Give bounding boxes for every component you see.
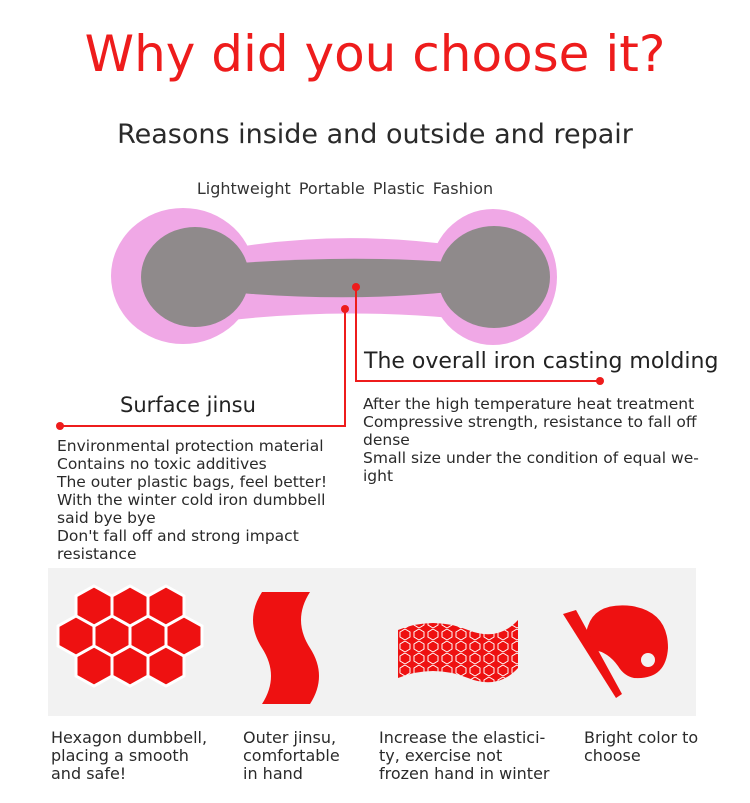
dumbbell-iron-core [141,226,550,328]
feature-caption-color: Bright color to choose [584,729,724,765]
hexagon-cluster-icon [56,584,204,688]
dumbbell-diagram [56,208,604,430]
text-line: placing a smooth [51,746,189,765]
feature-caption-elasticity: Increase the elastici- ty, exercise not … [379,729,564,783]
text-line: and safe! [51,764,127,783]
text-line: The outer plastic bags, feel better! [57,473,328,491]
text-line: Small size under the condition of equal … [363,449,699,467]
page-subtitle: Reasons inside and outside and repair [117,119,633,150]
feature-keywords: Lightweight Portable Plastic Fashion [196,179,494,198]
callout-label-casting: The overall iron casting molding [364,349,719,374]
callout-lines [60,287,600,427]
text-line: Environmental protection material [57,437,324,455]
page-title: Why did you choose it? [84,25,666,83]
text-line: Don't fall off and strong impact resista… [57,527,299,563]
text-line: Outer jinsu, [243,728,337,747]
text-line: Bright color to [584,728,699,747]
text-line: dense [363,431,410,449]
text-line: Increase the elastici- [379,728,546,747]
text-line: After the high temperature heat treatmen… [363,395,695,413]
feature-caption-jinsu: Outer jinsu, comfortable in hand [243,729,368,783]
text-line: comfortable [243,746,340,765]
text-line: Hexagon dumbbell, [51,728,208,747]
hex-mesh-wave-icon [398,620,518,683]
text-line: in hand [243,764,303,783]
callout-dots [56,283,604,430]
text-line: ty, exercise not [379,746,503,765]
callout-text-jinsu: Environmental protection material Contai… [57,437,377,563]
text-line: Contains no toxic additives [57,455,267,473]
callout-label-jinsu: Surface jinsu [120,393,256,417]
text-line: frozen hand in winter [379,764,550,783]
text-line: choose [584,746,641,765]
text-line: said bye bye [57,509,156,527]
text-line: With the winter cold iron dumbbell [57,491,326,509]
text-line: ight [363,467,394,485]
paint-palette-icon [563,605,668,698]
feature-caption-hexagon: Hexagon dumbbell, placing a smooth and s… [51,729,226,783]
features-icon-panel [48,568,696,716]
wavy-strip-icon [253,592,319,704]
callout-text-casting: After the high temperature heat treatmen… [363,395,733,485]
text-line: Compressive strength, resistance to fall… [363,413,697,431]
